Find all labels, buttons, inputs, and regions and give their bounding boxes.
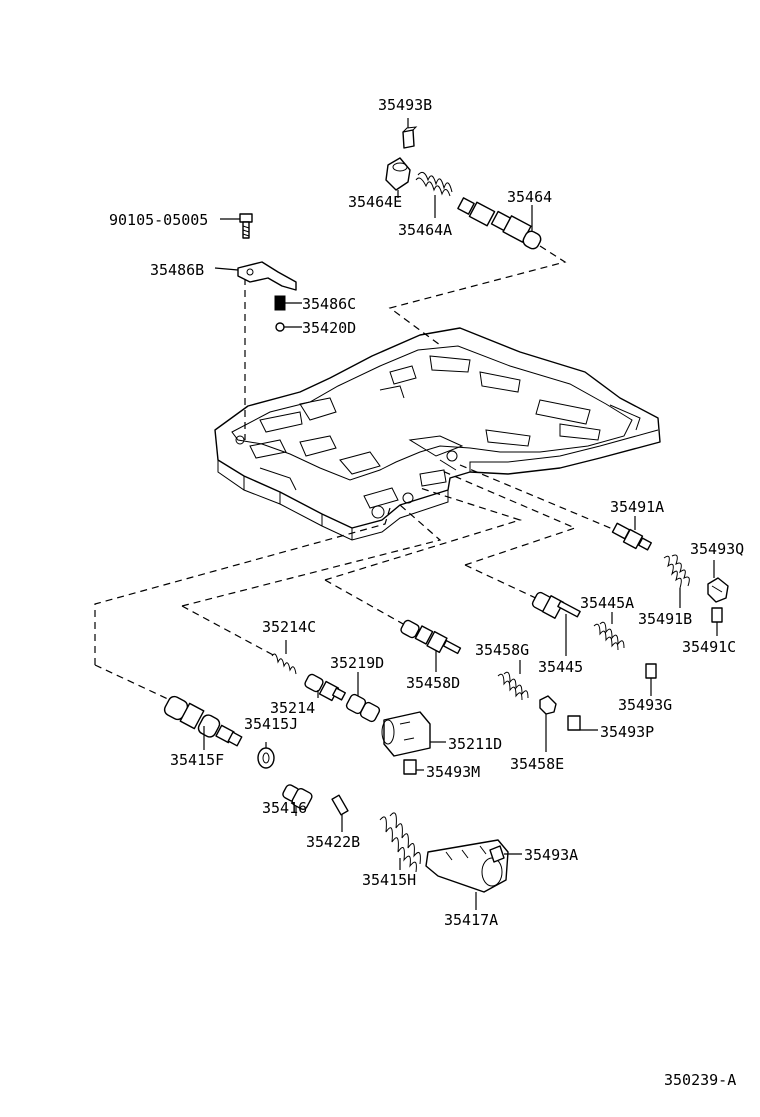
spring-35214C [271, 640, 297, 675]
pin-35493A [489, 845, 522, 863]
label-35458E: 35458E [510, 755, 565, 773]
ball-35420D [275, 322, 302, 332]
label-35464A: 35464A [398, 221, 453, 239]
plunger-35416 [282, 784, 313, 816]
label-35219D: 35219D [330, 654, 385, 672]
figure-code: 350239-A [664, 1071, 737, 1089]
washer-35415J [257, 742, 275, 769]
assembly-lines [94, 245, 616, 701]
sleeve-35417A [425, 839, 509, 910]
sleeve-35211D [381, 711, 446, 757]
spring-35486C [274, 295, 302, 311]
valve-35445 [531, 591, 581, 656]
bracket-35486B [214, 261, 297, 291]
label-35445: 35445 [538, 658, 584, 676]
spring-35458G [497, 660, 529, 701]
label-35214C: 35214C [262, 618, 317, 636]
valve-35214 [304, 673, 346, 702]
label-35422B: 35422B [306, 833, 361, 851]
label-90105-05005: 90105-05005 [109, 211, 209, 229]
label-35416: 35416 [262, 799, 308, 817]
valve-35458D [400, 619, 462, 672]
label-35458D: 35458D [406, 674, 461, 692]
spring-35415H [379, 812, 421, 873]
label-35415J: 35415J [244, 715, 299, 733]
valve-body [214, 327, 661, 541]
label-35486C: 35486C [302, 295, 357, 313]
label-35493A: 35493A [524, 846, 579, 864]
label-35417A: 35417A [444, 911, 499, 929]
label-35458G: 35458G [475, 641, 530, 659]
plug-35493Q [707, 560, 729, 603]
pin-35491C [711, 607, 723, 636]
pin-35493M [403, 759, 424, 775]
part-35464A-spring [415, 171, 453, 218]
label-35211D: 35211D [448, 735, 503, 753]
valve-35219D [345, 672, 381, 723]
pin-35422B [331, 794, 349, 832]
part-35493B-shape [402, 118, 418, 149]
pin-35493G [645, 663, 657, 696]
label-35415F: 35415F [170, 751, 225, 769]
label-35493P: 35493P [600, 723, 655, 741]
label-35493G: 35493G [618, 696, 673, 714]
valve-35491A [611, 516, 652, 551]
bolt-90105-05005 [220, 213, 253, 239]
valve-35415F [163, 695, 243, 750]
spring-35445A [593, 612, 625, 651]
part-35464-valve [457, 197, 542, 250]
label-35486B: 35486B [150, 261, 205, 279]
part-35464E-shape [385, 157, 411, 198]
label-35464E: 35464E [348, 193, 403, 211]
plug-35458E [539, 695, 557, 752]
label-35493Q: 35493Q [690, 540, 745, 558]
label-35420D: 35420D [302, 319, 357, 337]
label-35491A: 35491A [610, 498, 665, 516]
label-35214: 35214 [270, 699, 316, 717]
label-35491C: 35491C [682, 638, 737, 656]
spring-35491B [663, 554, 690, 608]
label-35464: 35464 [507, 188, 553, 206]
pin-35493P [567, 715, 598, 731]
label-35491B: 35491B [638, 610, 693, 628]
label-35493M: 35493M [426, 763, 481, 781]
label-35493B: 35493B [378, 96, 433, 114]
label-35415H: 35415H [362, 871, 417, 889]
label-35445A: 35445A [580, 594, 635, 612]
